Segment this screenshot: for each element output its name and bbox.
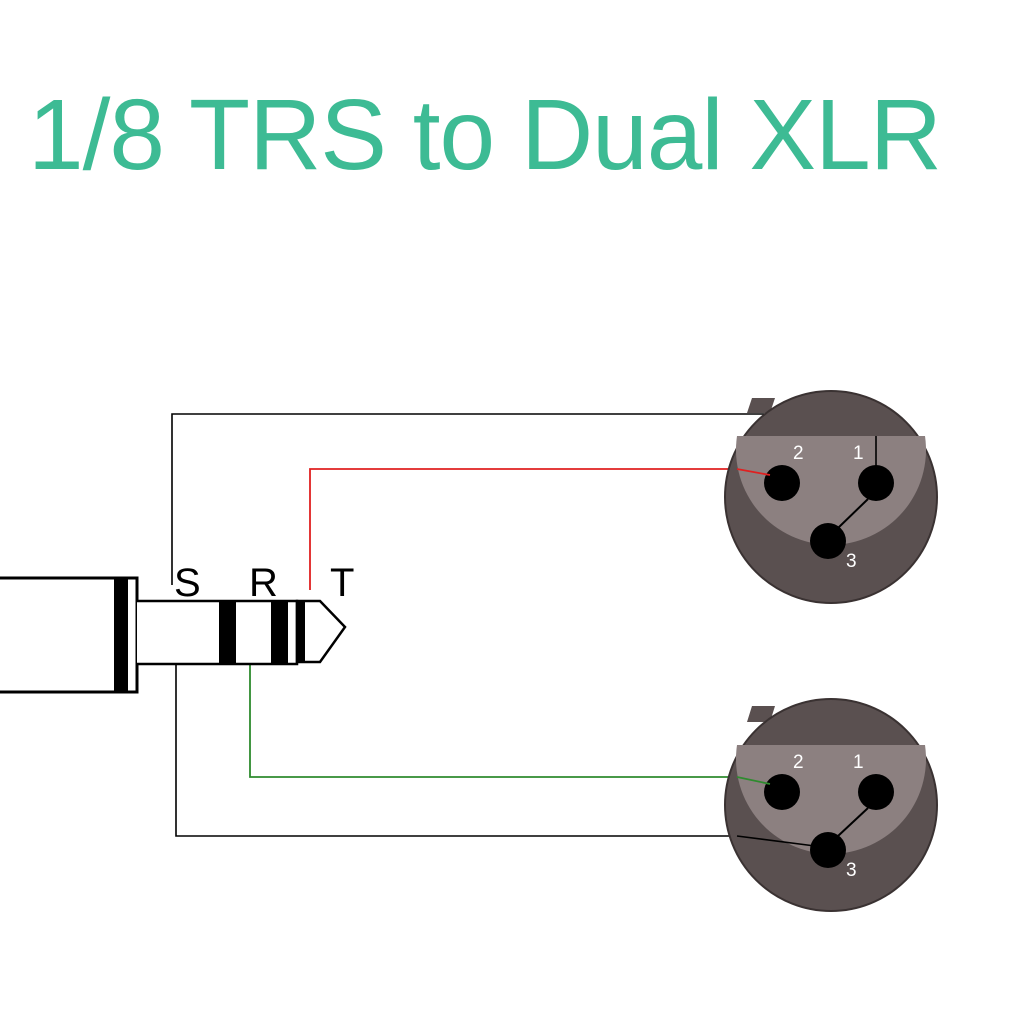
xlr-bottom-latch [747,706,775,722]
xlr-top-pin-3 [810,523,846,559]
tip-insulator-band [271,601,288,664]
xlr-bottom-label-3: 3 [846,860,857,881]
xlr-top-label-3: 3 [846,551,857,572]
xlr-connector-bottom: 2 1 3 [724,698,938,912]
xlr-connector-top: 2 1 3 [724,390,938,604]
sleeve-wire-bottom [175,665,826,837]
ring-insulator-band [219,601,236,664]
xlr-bottom-pin-1 [858,774,894,810]
xlr-bottom-jumper [837,807,869,837]
diagram-title: 1/8 TRS to Dual XLR [28,79,942,191]
trs-plug [0,576,347,694]
plug-body-stripe [114,578,128,692]
xlr-bottom-pin-3 [810,832,846,868]
xlr-bottom-face [736,745,926,854]
ring-wire-end [736,776,771,785]
label-ring: R [249,561,278,605]
xlr-bottom-pin-2 [764,774,800,810]
xlr-top-label-2: 2 [793,443,804,464]
tip-wire [309,468,782,590]
tip-wire-end [736,468,771,476]
xlr-bottom-label-2: 2 [793,752,804,773]
xlr-top-pin-1 [858,465,894,501]
xlr-top-pin-2 [764,465,800,501]
xlr-bottom-label-1: 1 [853,752,864,773]
xlr-top-label-1: 1 [853,443,864,464]
label-sleeve: S [174,561,201,605]
sleeve-wire-bottom-end [736,835,816,847]
xlr-top-latch [747,398,775,413]
tip-neck-band [297,601,305,662]
xlr-top-jumper [837,498,869,529]
label-tip: T [330,561,354,605]
xlr-top-face [736,436,926,545]
ring-wire [249,665,782,778]
